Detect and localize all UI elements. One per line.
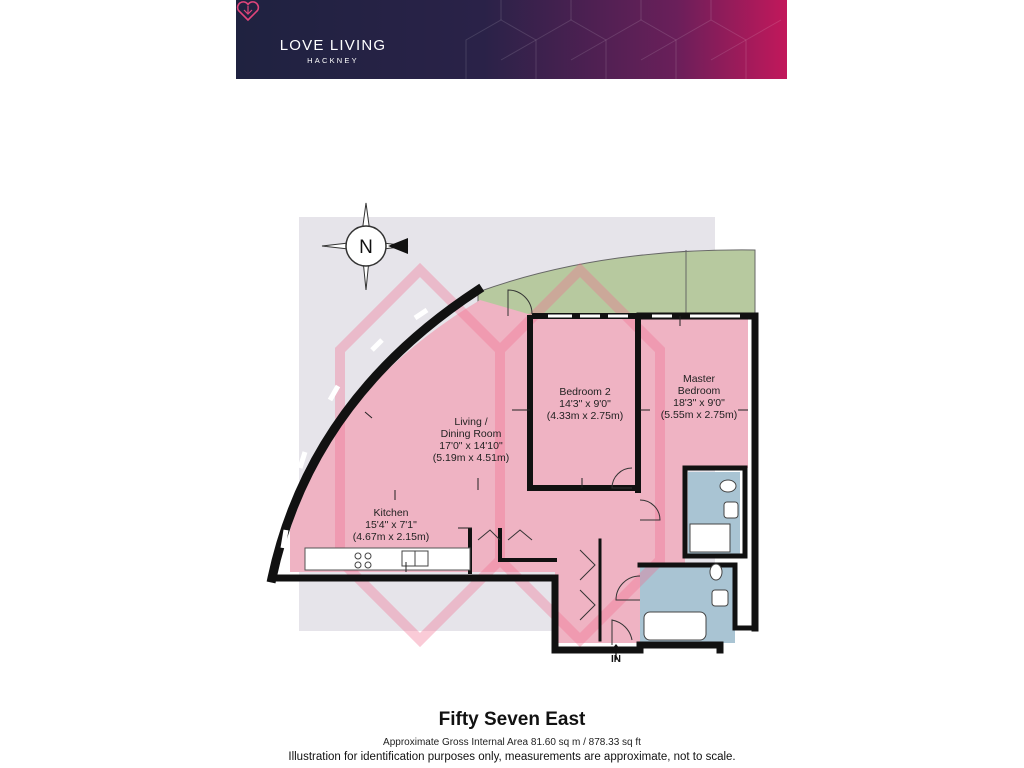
property-title: Fifty Seven East [438,709,586,730]
room-label-bedroom-2: Bedroom 2 14'3" x 9'0" (4.33m x 2.75m) [546,386,624,422]
ensuite-wall [682,465,748,559]
entrance-door-icon [611,619,633,645]
bathroom-door-icon [615,575,641,601]
wardrobe-door-icon [477,529,533,541]
hob-icon [354,552,372,569]
master-bedroom-area [640,316,748,468]
hall-cupboard-door-icon [579,549,596,621]
bedroom-2-area [535,316,635,488]
bed2-west-wall [527,315,635,491]
kitchen-counter [304,547,471,571]
wardrobe-area [640,468,685,563]
shower-tray-icon [689,523,731,553]
entrance-arrow-icon [611,644,621,660]
master-door-icon [639,499,661,521]
compass-rose-icon: N [321,202,409,291]
disclaimer-text: Illustration for identification purposes… [288,751,736,763]
heart-logo-icon [236,1,260,22]
ensuite-basin-icon [723,501,739,519]
brand-name: LOVE LIVING [279,37,387,54]
banner-background [236,0,787,79]
basin-icon [711,589,729,607]
balcony-door-icon [507,289,533,316]
toilet-icon [709,563,723,581]
living-dining-room [290,300,632,572]
ensuite-toilet-icon [719,479,737,493]
entrance-label: IN [611,654,621,665]
room-label-master-bedroom: Master Bedroom 18'3" x 9'0" (5.55m x 2.7… [660,373,738,421]
bedroom2-door-icon [611,467,633,489]
south-wall [268,574,724,654]
brand-location: HACKNEY [307,56,359,65]
area-summary: Approximate Gross Internal Area 81.60 sq… [383,737,641,748]
bath-wall [637,562,758,631]
room-label-living: Living / Dining Room 17'0" x 14'10" (5.1… [432,416,510,464]
compass-north-letter: N [359,237,373,258]
brand-banner: LOVE LIVING HACKNEY [236,0,787,79]
north-wall-master [636,312,759,632]
room-label-kitchen: Kitchen 15'4" x 7'1" (4.67m x 2.15m) [352,507,430,543]
bathtub-icon [643,611,707,641]
